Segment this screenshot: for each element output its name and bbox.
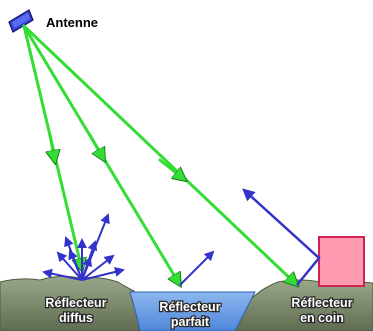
incident-rays [22,24,297,285]
perfect-reflector-label-line2: parfait [171,315,210,329]
antenna-label: Antenne [46,15,98,30]
water-surface [129,291,256,331]
corner-reflector-label-line2: en coin [300,311,344,325]
building-icon [318,236,365,287]
diffuse-reflector-label-line1: Réflecteur [45,296,106,310]
corner-reflection-ray [242,188,321,286]
diffuse-scatter-rays [42,213,125,281]
corner-reflector-label-line1: Réflecteur [291,296,352,310]
antenna-icon [8,9,34,33]
perfect-reflector-label-line1: Réflecteur [159,300,220,314]
diffuse-reflector-label-line2: diffus [59,311,93,325]
specular-reflection-ray [179,250,215,286]
